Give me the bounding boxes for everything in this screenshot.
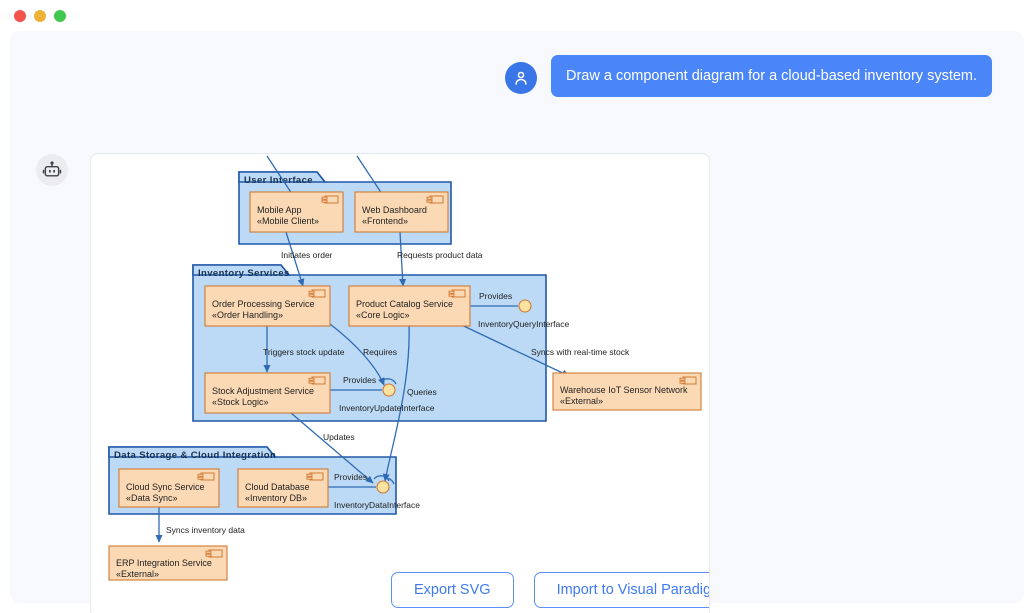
connector-queries: [382, 325, 410, 482]
connectors: [155, 155, 570, 543]
component-stereotype: «Mobile Client»: [257, 216, 319, 226]
component-stereotype: «Stock Logic»: [212, 397, 269, 407]
interface-name: InventoryQueryInterface: [478, 319, 569, 329]
component-glyph-icon: [679, 376, 697, 385]
user-icon: [505, 62, 537, 94]
chat-surface: Draw a component diagram for a cloud-bas…: [10, 31, 1024, 613]
user-message-row: Draw a component diagram for a cloud-bas…: [505, 55, 1005, 107]
interface-inventory-update-interface[interactable]: Provides InventoryUpdateInterface: [339, 375, 435, 413]
window-zoom-button[interactable]: [54, 9, 66, 22]
component-stereotype: «Frontend»: [362, 216, 408, 226]
component-name: Order Processing Service: [212, 299, 315, 309]
lollipop-ball: [382, 383, 396, 397]
component-web-dashboard[interactable]: Web Dashboard «Frontend»: [354, 191, 449, 233]
export-svg-button[interactable]: Export SVG: [391, 572, 514, 608]
component-glyph-icon: [306, 472, 324, 481]
component-stereotype: «Core Logic»: [356, 310, 410, 320]
window-close-button[interactable]: [14, 9, 26, 22]
component-name: Warehouse IoT Sensor Network: [560, 385, 688, 395]
component-order-processing-service[interactable]: Order Processing Service «Order Handling…: [204, 285, 331, 327]
component-stereotype: «External»: [116, 569, 159, 579]
package-label: Data Storage & Cloud Integration: [114, 450, 276, 461]
diagram-card: User Interface Inventory Services: [90, 153, 710, 613]
component-cloud-database[interactable]: Cloud Database «Inventory DB»: [237, 468, 329, 508]
interface-name: InventoryDataInterface: [334, 500, 420, 510]
lollipop-ball: [376, 480, 390, 494]
component-glyph-icon: [308, 376, 326, 385]
component-glyph-icon: [426, 195, 444, 204]
component-product-catalog-service[interactable]: Product Catalog Service «Core Logic»: [348, 285, 471, 327]
package-tab: [108, 446, 277, 458]
window-minimize-button[interactable]: [34, 9, 46, 22]
component-name: Product Catalog Service: [356, 299, 453, 309]
interface-inventory-query-interface[interactable]: Provides InventoryQueryInterface: [478, 291, 569, 329]
interface-inventory-data-interface[interactable]: Provides InventoryDataInterface: [334, 472, 420, 510]
connector-label-requires: Requires: [363, 347, 397, 357]
component-glyph-icon: [308, 289, 326, 298]
component-name: ERP Integration Service: [116, 558, 212, 568]
component-name: Stock Adjustment Service: [212, 386, 314, 396]
component-warehouse-iot-sensor-network[interactable]: Warehouse IoT Sensor Network «External»: [552, 372, 702, 411]
connector-label-requests-product-data: Requests product data: [397, 250, 483, 260]
connector-label-triggers-stock-update: Triggers stock update: [263, 347, 345, 357]
user-message-bubble: Draw a component diagram for a cloud-bas…: [551, 55, 993, 98]
connector-updates: [290, 412, 374, 484]
connector-label-initiates-order: Initiates order: [281, 250, 333, 260]
connector-label-queries: Queries: [407, 387, 437, 397]
connector-label-syncs-with-real-time-stock: Syncs with real-time stock: [531, 347, 630, 357]
package-tab: [192, 264, 291, 276]
component-glyph-icon: [197, 472, 215, 481]
connector-label-syncs-inventory-data: Syncs inventory data: [166, 525, 245, 535]
connector-initiates-order: [285, 231, 305, 287]
component-name: Cloud Sync Service: [126, 482, 205, 492]
lollipop-ball: [518, 299, 532, 313]
package-label: User Interface: [244, 175, 313, 186]
component-stereotype: «Order Handling»: [212, 310, 283, 320]
connector-labels: Initiates order Requests product data Tr…: [166, 250, 630, 535]
connector-requests-product-data: [399, 231, 407, 287]
component-glyph-icon: [205, 549, 223, 558]
component-erp-integration-service[interactable]: ERP Integration Service «External»: [108, 545, 228, 581]
package-tab: [238, 171, 327, 183]
component-stereotype: «Data Sync»: [126, 493, 178, 503]
component-stereotype: «Inventory DB»: [245, 493, 307, 503]
package-label: Inventory Services: [198, 268, 290, 279]
connector-requires: [329, 323, 385, 386]
component-cloud-sync-service[interactable]: Cloud Sync Service «Data Sync»: [118, 468, 220, 508]
component-body: [552, 372, 702, 411]
socket-inventory-data-a: [373, 475, 390, 482]
component-glyph-icon: [448, 289, 466, 298]
uml-component-diagram: User Interface Inventory Services: [91, 154, 709, 613]
assistant-message-row: User Interface Inventory Services: [36, 121, 1001, 613]
window-titlebar: [0, 0, 1034, 31]
diagram-svg: User Interface Inventory Services: [108, 155, 702, 581]
socket-inventory-data-b: [385, 477, 395, 485]
component-name: Web Dashboard: [362, 205, 427, 215]
robot-icon: [36, 154, 68, 186]
diagram-actions: Export SVG Import to Visual Paradigm: [391, 572, 709, 608]
connector-label-updates: Updates: [323, 432, 355, 442]
interface-name: InventoryUpdateInterface: [339, 403, 435, 413]
component-glyph-icon: [321, 195, 339, 204]
interface-provides-label: Provides: [479, 291, 512, 301]
component-mobile-app[interactable]: Mobile App «Mobile Client»: [249, 191, 344, 233]
connector-syncs-real-time-stock: [450, 319, 570, 377]
interface-provides-label: Provides: [343, 375, 376, 385]
import-to-visual-paradigm-button[interactable]: Import to Visual Paradigm: [533, 572, 709, 608]
interface-provides-label: Provides: [334, 472, 367, 482]
component-name: Cloud Database: [245, 482, 310, 492]
component-stock-adjustment-service[interactable]: Stock Adjustment Service «Stock Logic»: [204, 372, 331, 414]
socket-inventory-update: [380, 378, 397, 385]
component-stereotype: «External»: [560, 396, 603, 406]
component-name: Mobile App: [257, 205, 302, 215]
